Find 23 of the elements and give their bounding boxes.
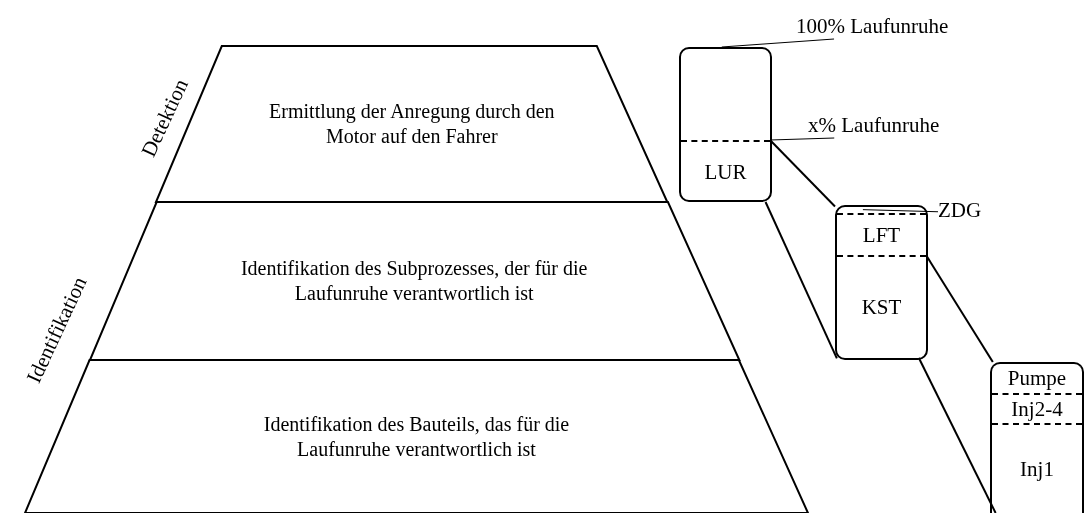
segment-label: KST — [861, 295, 902, 320]
segment-label: Pumpe — [1007, 366, 1067, 391]
bar-segment — [992, 393, 1082, 423]
leader-label: 100% Laufunruhe — [796, 14, 949, 39]
zoom-line — [925, 254, 994, 363]
band-text: Identifikation des Bauteils, das für die Laufunruhe verantwortlich ist — [262, 411, 571, 462]
zoom-bar — [990, 362, 1084, 513]
zoom-line — [764, 201, 838, 360]
zoom-line — [769, 139, 836, 208]
leader-line — [721, 38, 835, 48]
band-text: Ermittlung der Anregung durch den Motor auf den Fahrer — [268, 99, 556, 149]
zoom-bar — [679, 47, 772, 202]
zoom-line — [917, 357, 997, 513]
leader-label: ZDG — [938, 198, 982, 223]
leader-label: x% Laufunruhe — [808, 113, 940, 138]
band-text: Identifikation des Subprozesses, der für die Laufunruhe verantwortlich ist — [239, 256, 589, 306]
segment-label: LUR — [704, 159, 747, 185]
segment-label: Inj2-4 — [1011, 396, 1063, 422]
segment-label: LFT — [862, 222, 901, 248]
segment-label: Inj1 — [1020, 456, 1054, 482]
leader-line — [769, 137, 835, 141]
leader-line — [862, 209, 939, 213]
zoom-bar — [835, 205, 928, 360]
